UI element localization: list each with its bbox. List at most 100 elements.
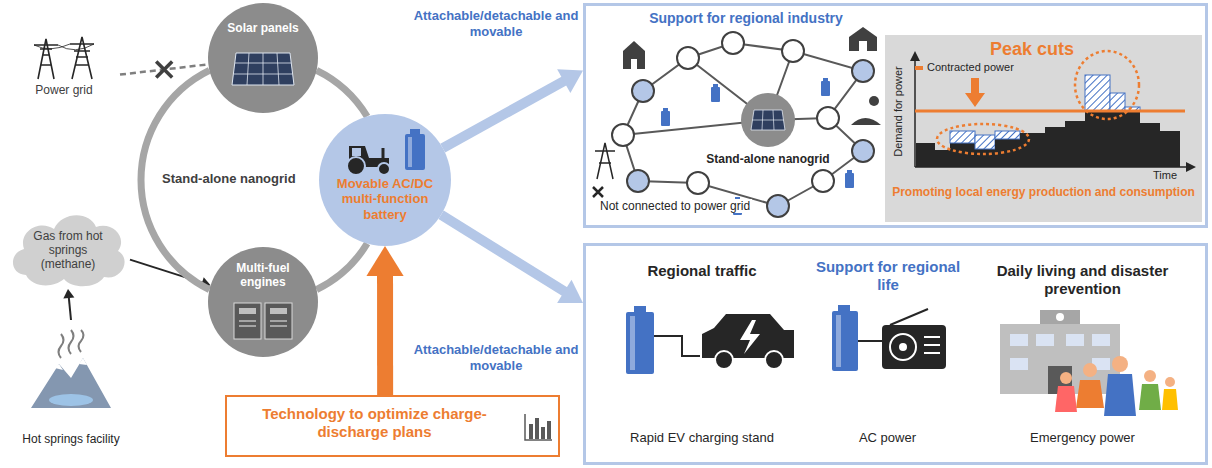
tractor-icon-part <box>378 163 390 175</box>
radio-icon-part <box>858 340 882 342</box>
network-map-part-part-part <box>663 108 668 111</box>
network-map-part-part <box>859 41 867 51</box>
battery-icon-part <box>410 129 420 134</box>
nanogrid-hub-icon-part <box>741 93 795 147</box>
node-label: Technology to optimize charge-discharge … <box>237 405 512 440</box>
network-map-part-part-part <box>845 173 854 188</box>
axis-label: Demand for power <box>892 56 905 166</box>
network-map-part-part-part <box>821 81 830 96</box>
demand-chart-part <box>915 66 923 70</box>
nanogrid-hub-icon-part <box>752 110 784 130</box>
node-label: Solar panels <box>208 21 318 35</box>
chart-caption: Promoting local energy production and co… <box>891 185 1196 199</box>
radio-icon-part <box>899 343 907 351</box>
engine-icon <box>232 299 294 341</box>
demand-chart-part <box>916 75 1180 167</box>
network-map-part-part <box>595 143 615 179</box>
process-box: Technology to optimize charge-discharge … <box>225 395 560 457</box>
pylon-icon-part-part <box>70 37 94 79</box>
use-case-box: Daily living and disaster preventionEmer… <box>965 258 1200 458</box>
pylon-icon-part <box>34 37 94 79</box>
demand-bar <box>1065 121 1085 167</box>
network-map-part-part-part <box>823 78 828 81</box>
tractor-icon-part <box>347 157 365 175</box>
solar-panel-icon-part <box>234 53 292 85</box>
node-label: Movable AC/DC multi-function battery <box>331 176 439 222</box>
network-map-part-part-part <box>612 124 634 146</box>
use-case-box: AC power <box>820 305 955 458</box>
pylon-icon <box>30 35 100 79</box>
network-map-part-part-part <box>847 170 852 173</box>
network-map-part-part-part <box>711 87 720 102</box>
ev-charging-icon-part <box>765 351 783 369</box>
demand-chart-part <box>915 110 1185 113</box>
shelter-icon-part <box>1139 384 1161 410</box>
demand-chart-part <box>937 124 1029 154</box>
shelter-icon-part-part <box>1092 334 1110 346</box>
network-map-part-part-part <box>623 51 828 135</box>
shelter-icon-part <box>1040 310 1080 324</box>
network-map-part-part-part <box>661 111 670 126</box>
network-map-part-part-part <box>623 43 863 206</box>
shelter-icon-part-part <box>1010 358 1028 370</box>
network-map-part-part-part <box>713 84 718 87</box>
demand-bar <box>995 139 1020 167</box>
network-map-part-part-part <box>782 40 804 62</box>
demand-bar <box>1020 133 1045 167</box>
shelter-icon-part-part <box>1010 334 1028 346</box>
shelter-icon-part <box>1056 313 1064 321</box>
network-map-part-part <box>623 43 863 206</box>
tractor-icon-part <box>382 148 385 158</box>
gas-cloud-shape-part <box>13 215 125 286</box>
engine-icon-part <box>239 308 256 314</box>
gas-cloud: Gas from hot springs (methane) <box>6 205 130 289</box>
network-map-part-part <box>593 187 603 197</box>
network-map-part-part-part <box>767 195 789 217</box>
ev-charging-icon-part <box>626 312 654 374</box>
source-circle: Multi-fuel engines <box>208 247 318 357</box>
ev-charging-icon-part <box>630 316 635 370</box>
shifted-bar <box>950 131 975 143</box>
tractor-icon-part <box>352 148 361 156</box>
shelter-icon-part <box>1083 363 1097 377</box>
circle-outline <box>319 114 451 246</box>
network-map-part-part <box>612 32 874 217</box>
panel-box: Support for regional industry Stand-alon… <box>583 3 1208 228</box>
network-map-part-part-part <box>722 32 744 54</box>
connector <box>443 80 566 148</box>
disconnect-mark <box>156 61 172 77</box>
ring-connector <box>317 244 368 290</box>
radio-icon-part <box>838 305 850 311</box>
ev-charging-icon-part <box>740 320 760 354</box>
shelter-icon-part <box>1010 334 1110 370</box>
radio-icon-part <box>836 315 841 367</box>
network-map-part-part-part <box>812 170 834 192</box>
nanogrid-hub-icon <box>740 92 796 148</box>
shelter-icon <box>980 304 1185 424</box>
solar-panel-icon <box>230 47 296 91</box>
shelter-icon-part-part <box>1066 334 1084 346</box>
network-map-part-part-part <box>677 47 699 69</box>
node-heading: Daily living and disaster prevention <box>965 262 1200 297</box>
network-map-part-part-part <box>852 140 874 162</box>
battery-circle: Movable AC/DC multi-function battery <box>319 114 451 246</box>
network-note: Not connected to power grid <box>598 199 752 213</box>
pylon-icon-part-part <box>34 44 94 50</box>
shelter-icon-part <box>1162 389 1178 410</box>
grid-icon-box: Power grid <box>8 35 120 107</box>
radio-icon-part <box>890 334 916 360</box>
ev-charging-icon-part <box>702 314 794 358</box>
demand-chart-part <box>915 57 1190 167</box>
demand-chart-part <box>965 78 985 107</box>
arrowhead <box>63 289 74 298</box>
network-map-part-part-part <box>817 107 839 129</box>
circle-outline <box>208 247 318 357</box>
chart-note: Contracted power <box>927 61 1047 74</box>
node-label: Rapid EV charging stand <box>592 430 812 445</box>
node-label: Gas from hot springs (methane) <box>20 229 116 271</box>
bar-chart-icon-part <box>541 427 545 439</box>
shelter-icon-part <box>1055 386 1077 412</box>
arrowhead <box>557 69 583 93</box>
